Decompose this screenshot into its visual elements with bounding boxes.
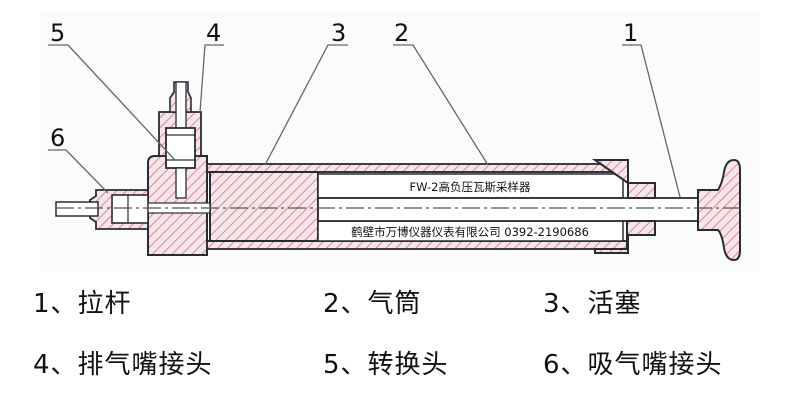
- legend-item-4: 4、排气嘴接头: [33, 350, 213, 380]
- legend-item-2: 2、气筒: [323, 289, 422, 319]
- leader-lines: [48, 44, 681, 198]
- callout-2: 2: [394, 19, 409, 47]
- callout-4: 4: [206, 19, 221, 47]
- t-handle: [697, 158, 741, 262]
- legend-item-3: 3、活塞: [543, 289, 642, 319]
- callout-1: 1: [623, 19, 638, 47]
- converter-head: [165, 127, 196, 199]
- callout-5: 5: [50, 19, 65, 47]
- legend-item-1: 1、拉杆: [33, 289, 132, 319]
- body-label-panels: [317, 173, 624, 242]
- end-cap-gland: [591, 159, 656, 254]
- legend-item-5: 5、转换头: [323, 350, 449, 380]
- product-model-text: FW-2高负压瓦斯采样器: [410, 180, 531, 194]
- legend-item-6: 6、吸气嘴接头: [543, 350, 723, 380]
- pull-rod: [317, 197, 699, 222]
- manufacturer-text: 鹤壁市万博仪器仪表有限公司 0392-2190686: [351, 225, 589, 239]
- callout-3: 3: [331, 19, 346, 47]
- callout-6: 6: [50, 124, 65, 152]
- parts-legend: 1、拉杆 2、气筒 3、活塞 4、排气嘴接头 5、转换头 6、吸气嘴接头: [0, 278, 800, 400]
- sampler-cross-section-diagram: FW-2高负压瓦斯采样器 鹤壁市万博仪器仪表有限公司 0392-2190686 …: [48, 19, 745, 262]
- piston: [209, 171, 319, 242]
